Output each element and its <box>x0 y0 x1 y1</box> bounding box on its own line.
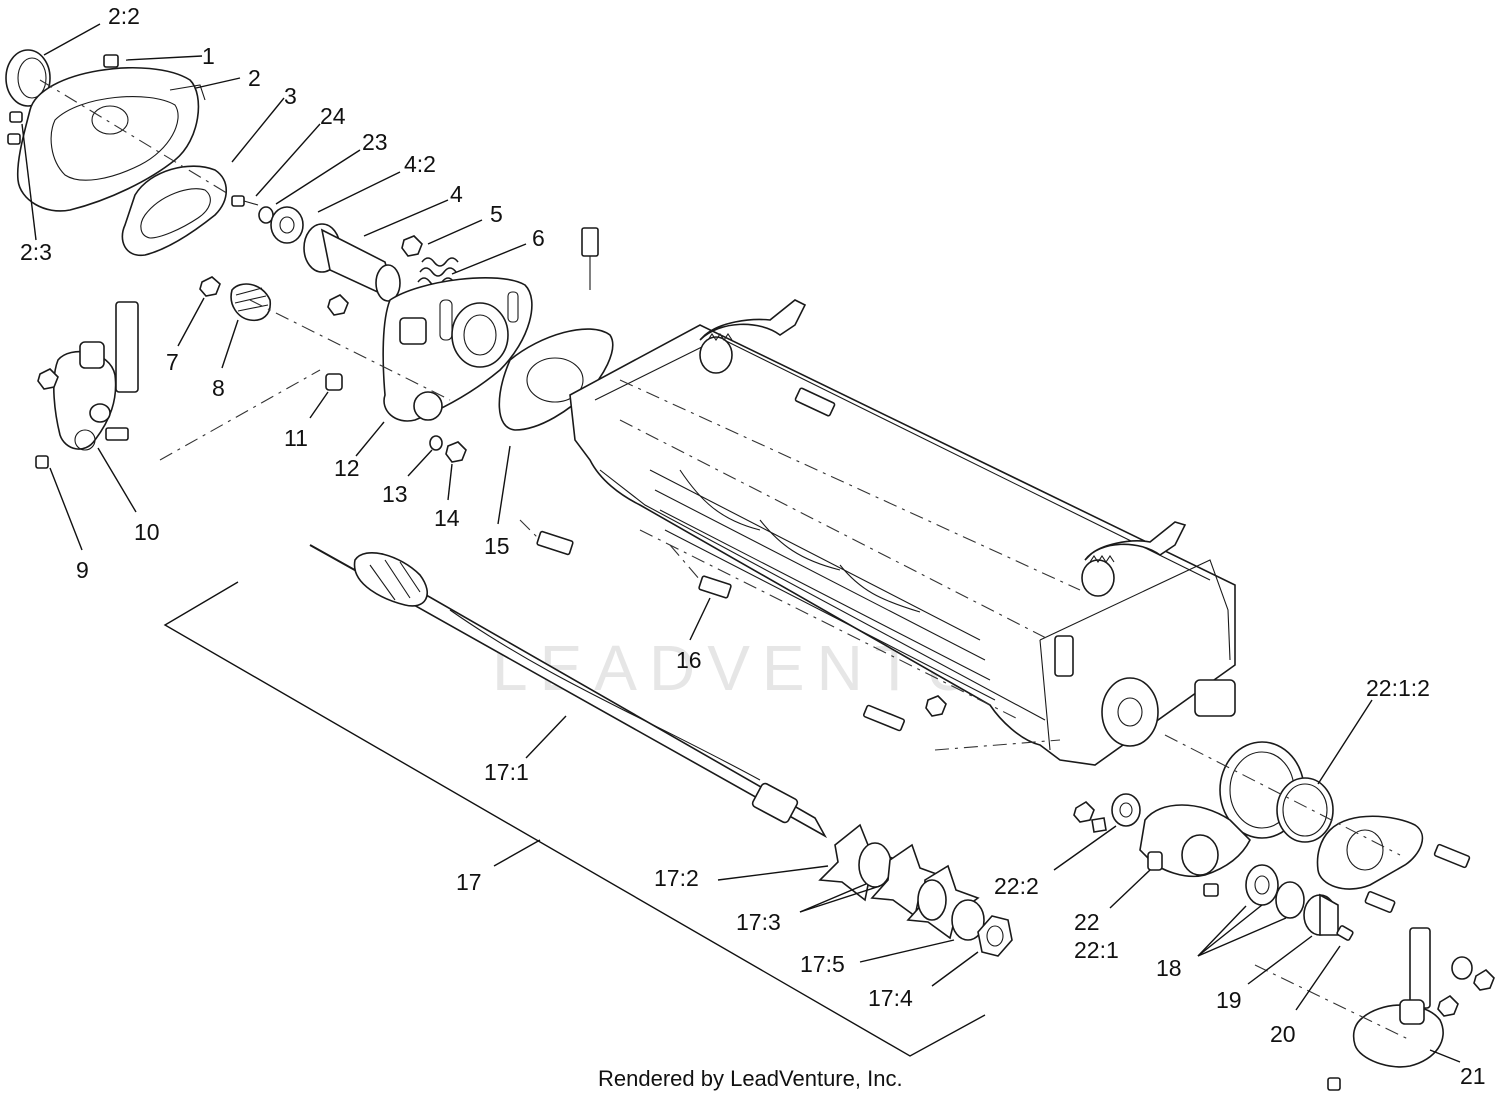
adjuster-8 <box>230 283 272 322</box>
callout-6: 6 <box>532 225 545 251</box>
bolt-16 <box>536 530 732 599</box>
callout-11: 11 <box>284 425 308 451</box>
callout-22-1-2: 22:1:2 <box>1366 675 1430 701</box>
drive-belt-3 <box>121 165 228 256</box>
washer-13 <box>429 435 443 451</box>
washer-4-2 <box>270 206 304 244</box>
footer-credit: Rendered by LeadVenture, Inc. <box>598 1066 903 1091</box>
seal-19 <box>1303 893 1339 936</box>
callout-17: 17 <box>456 869 482 895</box>
screw-2-3 <box>7 111 23 145</box>
bearing-housing-22 <box>1139 804 1251 878</box>
assembly-line-4 <box>519 519 541 541</box>
pulley-4 <box>303 223 401 302</box>
callout-19: 19 <box>1216 987 1242 1013</box>
washer-22-2 <box>1073 793 1141 833</box>
callout-4-2: 4:2 <box>404 151 436 177</box>
rear-roller-bracket-right <box>1081 521 1187 597</box>
callout-23: 23 <box>362 129 388 155</box>
callout-9: 9 <box>76 557 89 583</box>
callout-22-1: 22:1 <box>1074 937 1119 963</box>
reel-frame <box>569 324 1236 766</box>
bearing-17-2 <box>818 823 894 902</box>
nut-5 <box>401 235 423 257</box>
cover-cap-2-2 <box>5 49 51 107</box>
screw-9 <box>35 455 49 469</box>
callout-24: 24 <box>320 103 346 129</box>
callout-17-2: 17:2 <box>654 865 699 891</box>
seal-17-3 <box>870 843 980 940</box>
callout-5: 5 <box>490 201 503 227</box>
callout-8: 8 <box>212 375 225 401</box>
belt-cover-2 <box>16 66 206 212</box>
nut-14 <box>445 441 467 463</box>
assembly-line-5 <box>669 544 701 581</box>
callout-21: 21 <box>1460 1063 1486 1089</box>
bolt-24 <box>231 195 259 207</box>
callout-10: 10 <box>134 519 160 545</box>
spring-bolts-6 <box>327 294 427 345</box>
bearing-18 <box>1203 864 1305 919</box>
leader-lines <box>21 23 1461 1063</box>
assembly-line-1 <box>39 79 231 196</box>
callout-7: 7 <box>166 349 179 375</box>
assembly-line-frame-mid <box>619 419 1051 641</box>
tall-bolt <box>581 227 599 290</box>
nut-7 <box>199 276 221 297</box>
callout-22-2: 22:2 <box>994 873 1039 899</box>
callout-13: 13 <box>382 481 408 507</box>
callout-15: 15 <box>484 533 510 559</box>
callout-labels: 2:2 1 2 3 24 23 4:2 4 5 6 2:3 7 8 11 12 … <box>20 3 1486 1089</box>
rear-roller-bracket-left <box>699 299 807 374</box>
callout-17-4: 17:4 <box>868 985 913 1011</box>
assembly-line-3 <box>159 369 321 461</box>
group-bracket-17 <box>163 581 986 1057</box>
callout-3: 3 <box>284 83 297 109</box>
callout-1: 1 <box>202 43 215 69</box>
assembly-line-frame-low <box>639 529 1021 721</box>
housing-cover-right <box>1316 815 1471 914</box>
reel-blades-hint <box>649 469 996 701</box>
spacer-11 <box>325 373 343 391</box>
callout-17-3: 17:3 <box>736 909 781 935</box>
callout-17-5: 17:5 <box>800 951 845 977</box>
assembly-line-2 <box>249 299 451 401</box>
assembly-line-frame-top <box>619 379 1081 591</box>
callout-2-3: 2:3 <box>20 239 52 265</box>
callout-20: 20 <box>1270 1021 1296 1047</box>
bolt-1 <box>103 54 119 68</box>
callout-14: 14 <box>434 505 460 531</box>
reel-shaft-17-1 <box>309 544 828 839</box>
height-adjuster-10 <box>37 301 139 451</box>
assembly-line-8 <box>934 739 1061 751</box>
nut-17-4 <box>977 915 1013 957</box>
o-ring-22-1-2 <box>1276 777 1334 843</box>
callout-2: 2 <box>248 65 261 91</box>
frame-bolts-lower <box>863 695 947 732</box>
callout-22: 22 <box>1074 909 1100 935</box>
callout-2-2: 2:2 <box>108 3 140 29</box>
height-adjuster-21 <box>1327 927 1495 1091</box>
callout-16: 16 <box>676 647 702 673</box>
callout-17-1: 17:1 <box>484 759 529 785</box>
side-plate-12 <box>382 277 533 422</box>
callout-4: 4 <box>450 181 463 207</box>
grease-fitting-20 <box>1336 925 1354 941</box>
spacer-17-5 <box>951 899 985 941</box>
callout-18: 18 <box>1156 955 1182 981</box>
callout-12: 12 <box>334 455 360 481</box>
